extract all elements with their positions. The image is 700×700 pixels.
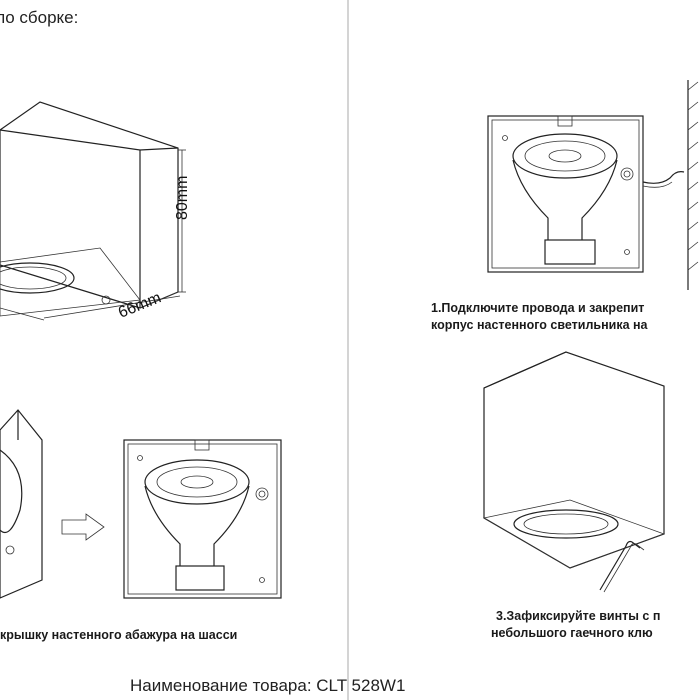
step3-caption-line2: небольшого гаечного клю — [491, 626, 653, 640]
step2-caption: крышку настенного абажура на шасси — [0, 628, 238, 642]
step3-drawing — [482, 351, 666, 593]
height-dimension-label: 80mm — [174, 175, 191, 220]
step1-caption-line2: корпус настенного светильника на — [431, 318, 648, 332]
step1-caption-line1: 1.Подключите провода и закрепит — [431, 301, 645, 315]
instruction-header: по сборке: — [0, 8, 79, 27]
step3-caption-line1: 3.Зафиксируйте винты с п — [496, 609, 661, 623]
step1-drawing — [487, 80, 699, 290]
step2-drawing — [0, 409, 282, 599]
dimension-cube-drawing — [0, 101, 186, 321]
product-name: Наименование товара: CLT 528W1 — [130, 676, 406, 695]
